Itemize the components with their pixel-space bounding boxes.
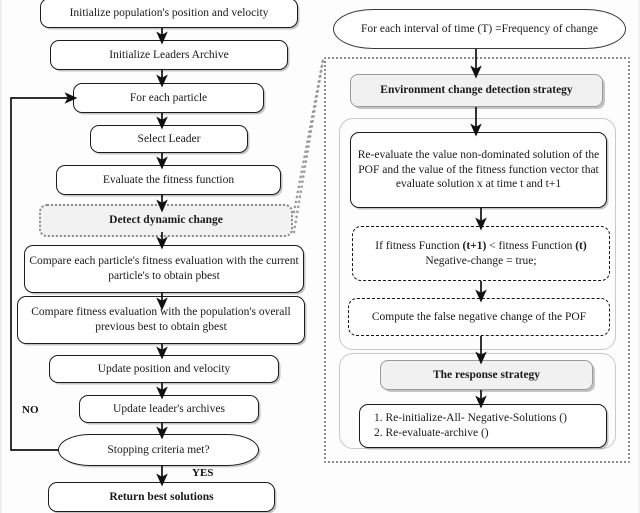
node-for-each-particle-label: For each particle (129, 91, 208, 104)
node-interval-of-time[interactable]: For each interval of time (T) =Frequency… (333, 9, 626, 49)
node-response-actions[interactable]: 1. Re-initialize-All- Negative-Solutions… (359, 404, 607, 448)
environment-change-dotted-container (324, 57, 630, 463)
edge-label-no: NO (22, 404, 39, 416)
cond-mid: < fitness Function (486, 239, 576, 252)
node-compare-gbest[interactable]: Compare fitness evaluation with the popu… (17, 296, 305, 344)
node-for-each-particle[interactable]: For each particle (73, 83, 264, 113)
node-re-evaluate-pof-line1: Re-evaluate the value non-dominated solu… (357, 148, 570, 161)
response-action-item-1: 1. Re-initialize-All- Negative-Solutions… (374, 412, 567, 425)
node-compare-pbest-line2: the current particle's to obtain pbest (108, 255, 299, 282)
cond-bold-t1: (t+1) (462, 239, 487, 252)
cond-pre: If fitness Function (375, 239, 463, 252)
node-interval-of-time-label: For each interval of time (T) =Frequency… (360, 22, 599, 35)
edge-label-yes: YES (192, 467, 214, 479)
node-init-archive-label: Initialize Leaders Archive (109, 48, 229, 61)
node-compare-gbest-text: Compare fitness evaluation with the popu… (18, 305, 304, 334)
node-compute-false-negative[interactable]: Compute the false negative change of the… (348, 298, 610, 336)
node-update-position-velocity-label: Update position and velocity (97, 362, 231, 375)
node-update-position-velocity[interactable]: Update position and velocity (49, 355, 279, 383)
node-environment-change-detection-strategy-label: Environment change detection strategy (380, 84, 573, 97)
node-re-evaluate-pof[interactable]: Re-evaluate the value non-dominated solu… (350, 132, 607, 208)
node-response-actions-text: 1. Re-initialize-All- Negative-Solutions… (374, 411, 567, 440)
node-compare-pbest-line1: Compare each particle's fitness evaluati… (29, 255, 247, 268)
node-negative-change-condition-text: If fitness Function (t+1) < fitness Func… (353, 239, 609, 268)
node-evaluate-fitness-label: Evaluate the fitness function (102, 173, 235, 186)
node-re-evaluate-pof-text: Re-evaluate the value non-dominated solu… (351, 148, 606, 192)
node-detect-dynamic-change-label: Detect dynamic change (109, 214, 223, 227)
node-re-evaluate-pof-line2: of the POF and the value of the fitness … (358, 148, 600, 176)
node-compare-gbest-line2: overall previous best to obtain gbest (95, 306, 291, 333)
node-evaluate-fitness[interactable]: Evaluate the fitness function (56, 165, 281, 195)
node-detect-dynamic-change[interactable]: Detect dynamic change (39, 204, 293, 237)
node-compare-gbest-line1: Compare fitness evaluation with the popu… (31, 306, 256, 319)
connector-expand-bottom (292, 58, 325, 234)
node-update-leader-archives[interactable]: Update leader's archives (79, 395, 259, 423)
node-negative-change-condition-line1: If fitness Function (t+1) < fitness Func… (375, 240, 586, 252)
node-select-leader-label: Select Leader (137, 132, 201, 145)
node-the-response-strategy-label: The response strategy (432, 368, 541, 381)
node-stopping-criteria[interactable]: Stopping criteria met? (58, 434, 259, 466)
node-compare-pbest[interactable]: Compare each particle's fitness evaluati… (24, 245, 304, 293)
node-select-leader[interactable]: Select Leader (90, 125, 248, 153)
connector-expand-top (292, 58, 325, 214)
node-init-population[interactable]: Initialize population's position and vel… (40, 0, 298, 28)
node-re-evaluate-pof-line3: vector that evaluate solution x at time … (395, 163, 599, 191)
node-negative-change-condition[interactable]: If fitness Function (t+1) < fitness Func… (352, 226, 610, 281)
response-action-item-2: 2. Re-evaluate-archive () (374, 427, 489, 439)
detection-group-wrapper (339, 118, 616, 350)
node-init-population-label: Initialize population's position and vel… (69, 6, 269, 19)
cond-bold-t: (t) (575, 239, 587, 252)
node-compute-false-negative-label: Compute the false negative change of the… (371, 310, 587, 323)
node-environment-change-detection-strategy[interactable]: Environment change detection strategy (350, 74, 603, 107)
node-return-best-solutions-label: Return best solutions (109, 490, 214, 503)
node-return-best-solutions[interactable]: Return best solutions (48, 482, 275, 512)
node-compare-pbest-text: Compare each particle's fitness evaluati… (25, 254, 303, 283)
node-update-leader-archives-label: Update leader's archives (113, 402, 225, 415)
node-the-response-strategy[interactable]: The response strategy (380, 360, 593, 390)
node-init-archive[interactable]: Initialize Leaders Archive (50, 40, 288, 70)
node-stopping-criteria-label: Stopping criteria met? (107, 443, 210, 456)
node-negative-change-condition-line2: Negative-change = true; (425, 254, 537, 267)
